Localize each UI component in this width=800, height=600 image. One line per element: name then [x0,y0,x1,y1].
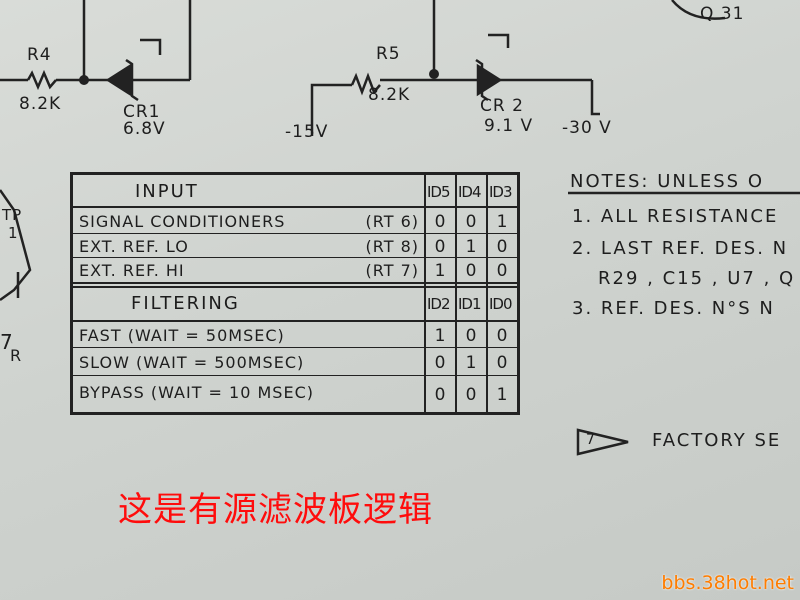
bit: 0 [496,261,508,281]
row-name: SLOW (WAIT = 500MSEC) [79,353,305,372]
neg15-label: -15V [285,122,329,142]
bit: 0 [465,326,477,346]
filter-header: FILTERING [131,293,240,314]
table-row: SIGNAL CONDITIONERS (RT 6) [79,212,513,231]
col-id5: ID5 [427,183,451,201]
logic-table: INPUT ID5 ID4 ID3 SIGNAL CONDITIONERS (R… [70,172,520,415]
watermark: bbs.38hot.net [661,572,794,594]
col-id4: ID4 [458,183,482,201]
bit: 0 [496,353,508,373]
bit: 0 [465,212,477,232]
bit: 1 [496,212,508,232]
notes-line2b: R29 , C15 , U7 , Q [598,268,796,289]
bit: 0 [496,326,508,346]
row-name: EXT. REF. LO [79,237,189,256]
divider [455,175,457,412]
bit: 0 [465,261,477,281]
bit: 1 [434,326,446,346]
row-name: EXT. REF. HI [79,261,185,280]
r5-value: 8.2K [368,85,411,105]
divider [73,206,517,208]
divider [424,175,426,412]
cr2-ref: CR 2 [480,96,524,116]
notes-line1: 1. ALL RESISTANCE [572,206,779,227]
divider [73,347,517,348]
q31-outline [671,0,726,20]
bit: 0 [434,385,446,405]
cr2-diode [476,63,503,97]
row-name: BYPASS (WAIT = 10 MSEC) [79,383,314,402]
neg30-label: -30 V [562,118,612,138]
divider [73,282,517,284]
bit: 1 [465,353,477,373]
table-row: SLOW (WAIT = 500MSEC) [79,353,513,372]
divider [486,175,488,412]
notes-line2: 2. LAST REF. DES. N [572,238,789,259]
factory-note: FACTORY SE [652,430,782,451]
seven-partial: 7 [0,330,14,354]
r4-ref: R4 [27,45,52,65]
row-code: (RT 7) [365,261,419,280]
col-id1: ID1 [458,295,482,313]
table-row: EXT. REF. HI (RT 7) [79,261,513,280]
caption-text: 这是有源滤波板逻辑 [118,490,433,530]
bit: 0 [465,385,477,405]
divider [73,286,517,288]
bit: 1 [496,385,508,405]
row-code: (RT 8) [365,237,419,256]
cr1-diode [105,63,132,97]
bit: 1 [434,261,446,281]
cr1-ref: CR1 [123,102,161,122]
bit: 0 [434,212,446,232]
cr1-value: 6.8V [123,119,166,139]
bit: 0 [434,353,446,373]
table-row: EXT. REF. LO (RT 8) [79,237,513,256]
row-name: SIGNAL CONDITIONERS [79,212,286,231]
tp-ref: TP [2,206,23,224]
r4-value: 8.2K [19,94,62,114]
divider [73,233,517,234]
r-partial: R [10,346,23,365]
r4-resistor [26,69,57,91]
divider [73,375,517,376]
row-code: (RT 6) [365,212,419,231]
cr2-value: 9.1 V [484,116,534,136]
divider [73,320,517,322]
factory-flag-num: 7 [586,432,596,448]
col-id3: ID3 [489,183,513,201]
table-row: FAST (WAIT = 50MSEC) [79,326,513,345]
q31-label: Q 31 [700,4,745,24]
factory-flag [576,428,629,456]
divider [73,257,517,258]
col-id0: ID0 [489,295,513,313]
notes-title: NOTES: UNLESS O [570,171,764,192]
row-name: FAST (WAIT = 50MSEC) [79,326,285,345]
bit: 0 [434,237,446,257]
table-row: BYPASS (WAIT = 10 MSEC) [79,383,513,402]
bit: 1 [465,237,477,257]
r5-ref: R5 [376,44,401,64]
tp-num: 1 [8,224,19,242]
notes-line3: 3. REF. DES. N°S N [572,298,775,319]
col-id2: ID2 [427,295,451,313]
input-header: INPUT [135,181,199,202]
r5-resistor [350,72,381,96]
bit: 0 [496,237,508,257]
